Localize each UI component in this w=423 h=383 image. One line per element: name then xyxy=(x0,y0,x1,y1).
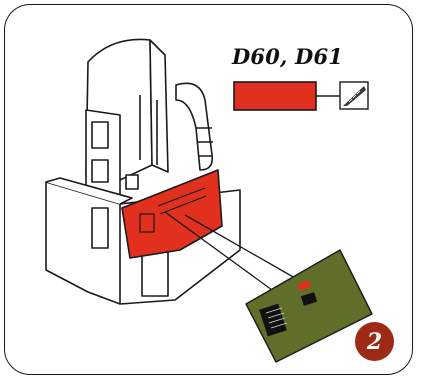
circuit-board xyxy=(245,249,373,363)
step-marker: 2 xyxy=(355,322,394,361)
board-connector-d60-d61 xyxy=(297,280,311,291)
ecu-icon xyxy=(339,81,369,110)
component-label: D60, D61 xyxy=(232,44,344,69)
component-swatch xyxy=(233,81,317,111)
step-number: 2 xyxy=(366,328,383,355)
